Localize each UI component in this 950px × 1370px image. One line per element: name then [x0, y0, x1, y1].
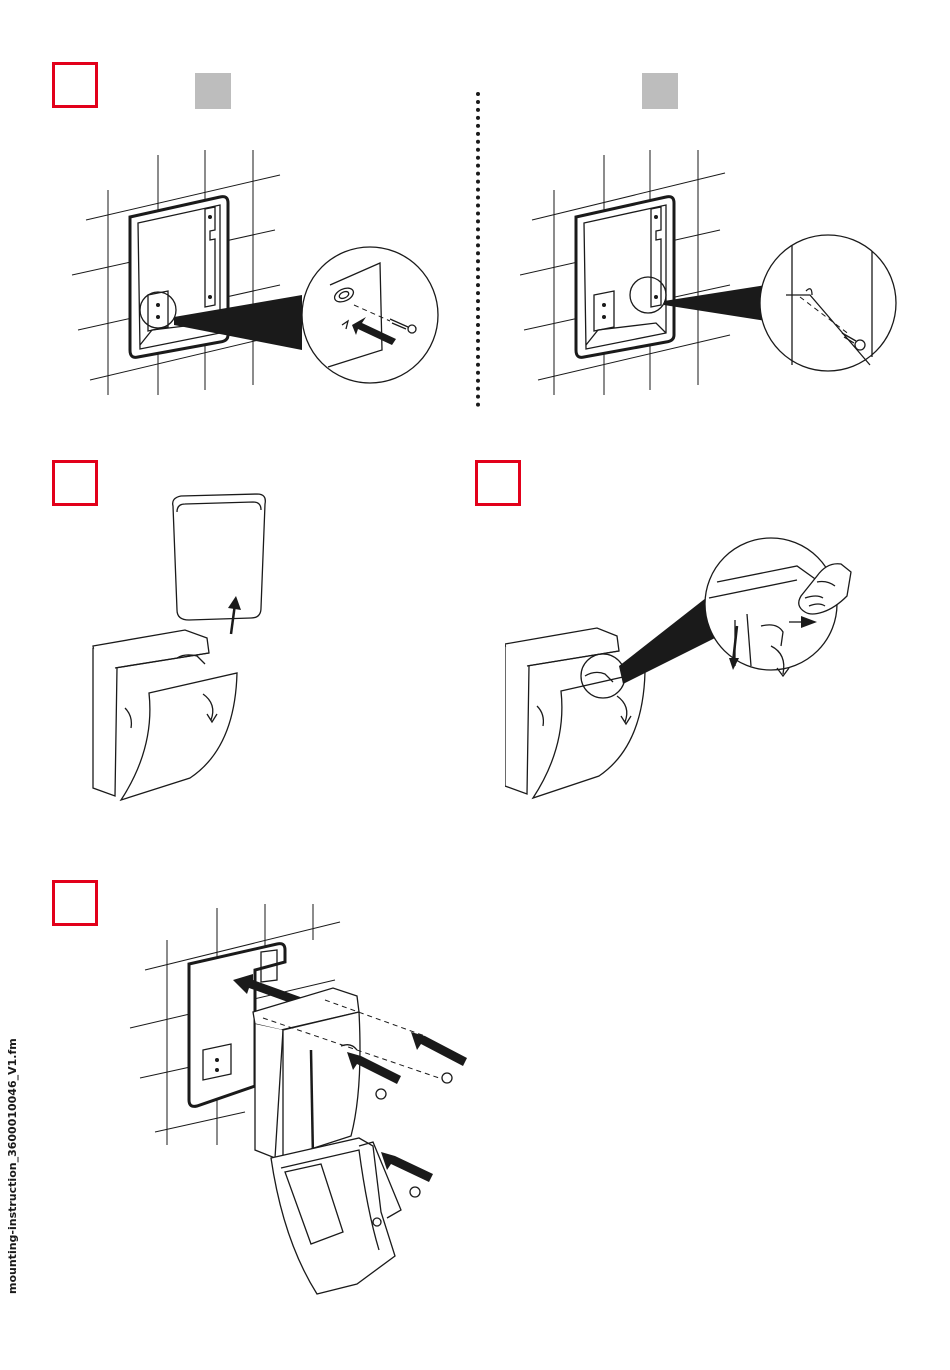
step-box-3: [475, 460, 521, 506]
dispenser-icon: [505, 628, 645, 798]
figure-2-remove-bin: [85, 488, 285, 803]
variant-tab-b: [642, 73, 678, 109]
figure-3-release-latch: [505, 536, 855, 806]
footer-filename: mounting-instruction_3600010046_V1.fm: [6, 1038, 19, 1294]
detail-zoom-circle: [302, 247, 438, 383]
detail-zoom-circle: [760, 235, 896, 371]
dispenser-icon: [93, 630, 237, 800]
step-box-1: [52, 62, 98, 108]
wall-bracket-icon: [576, 197, 674, 358]
figure-4-attach-dispenser: [125, 900, 475, 1295]
figure-1b-wall-mounting: [520, 145, 910, 405]
variant-divider: [476, 92, 480, 407]
detail-connector: [664, 285, 766, 321]
variant-tab-a: [195, 73, 231, 109]
dispenser-door-icon: [271, 1138, 401, 1294]
figure-1a-wall-mounting: [70, 145, 450, 405]
dispenser-icon: [253, 988, 445, 1158]
bin-liner-icon: [173, 494, 266, 620]
wall-bracket-icon: [130, 197, 228, 358]
detail-connector: [619, 594, 715, 684]
step-box-4: [52, 880, 98, 926]
detail-zoom-circle: [705, 538, 851, 676]
